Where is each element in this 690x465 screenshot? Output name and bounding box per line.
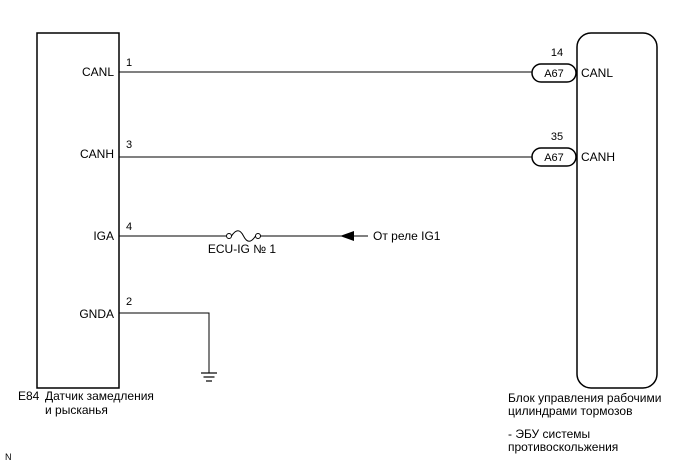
right-component-note-line1: - ЭБУ системы — [508, 427, 590, 441]
left-pin-number-4: 4 — [126, 221, 132, 233]
footer-mark: N — [5, 452, 12, 462]
right-pin-number-35: 35 — [551, 131, 563, 143]
right-component-box — [576, 32, 658, 389]
source-arrow — [340, 231, 354, 241]
connector-a67-canl: A67 — [531, 63, 577, 83]
wire-gnda — [119, 312, 210, 373]
left-component-name-line1: Датчик замедления — [45, 389, 154, 403]
ground-icon — [201, 372, 217, 382]
connector-label-canl: A67 — [544, 68, 564, 80]
left-pin-number-2: 2 — [126, 296, 132, 308]
fuse-label: ECU-IG № 1 — [208, 242, 277, 256]
left-component-box — [36, 32, 120, 389]
connector-label-canh: A67 — [544, 152, 564, 164]
right-pin-number-14: 14 — [551, 47, 563, 59]
right-component-note-line2: противоскольжения — [508, 440, 618, 454]
fuse-symbol — [226, 230, 261, 242]
right-component-name-line1: Блок управления рабочими — [508, 391, 661, 405]
left-component-code: E84 — [18, 389, 40, 403]
source-label: От реле IG1 — [373, 229, 441, 243]
left-pin-label-iga: IGA — [93, 229, 114, 243]
left-pin-label-canl: CANL — [82, 65, 114, 79]
right-component-name-line2: цилиндрами тормозов — [508, 404, 632, 418]
left-pin-label-canh: CANH — [80, 147, 114, 161]
left-pin-number-3: 3 — [126, 139, 132, 151]
connector-a67-canh: A67 — [531, 147, 577, 167]
right-pin-label-canl: CANL — [581, 66, 613, 80]
left-pin-label-gnda: GNDA — [79, 307, 114, 321]
left-component-name-line2: и рысканья — [45, 403, 108, 417]
right-pin-label-canh: CANH — [581, 150, 615, 164]
left-pin-number-1: 1 — [126, 57, 132, 69]
